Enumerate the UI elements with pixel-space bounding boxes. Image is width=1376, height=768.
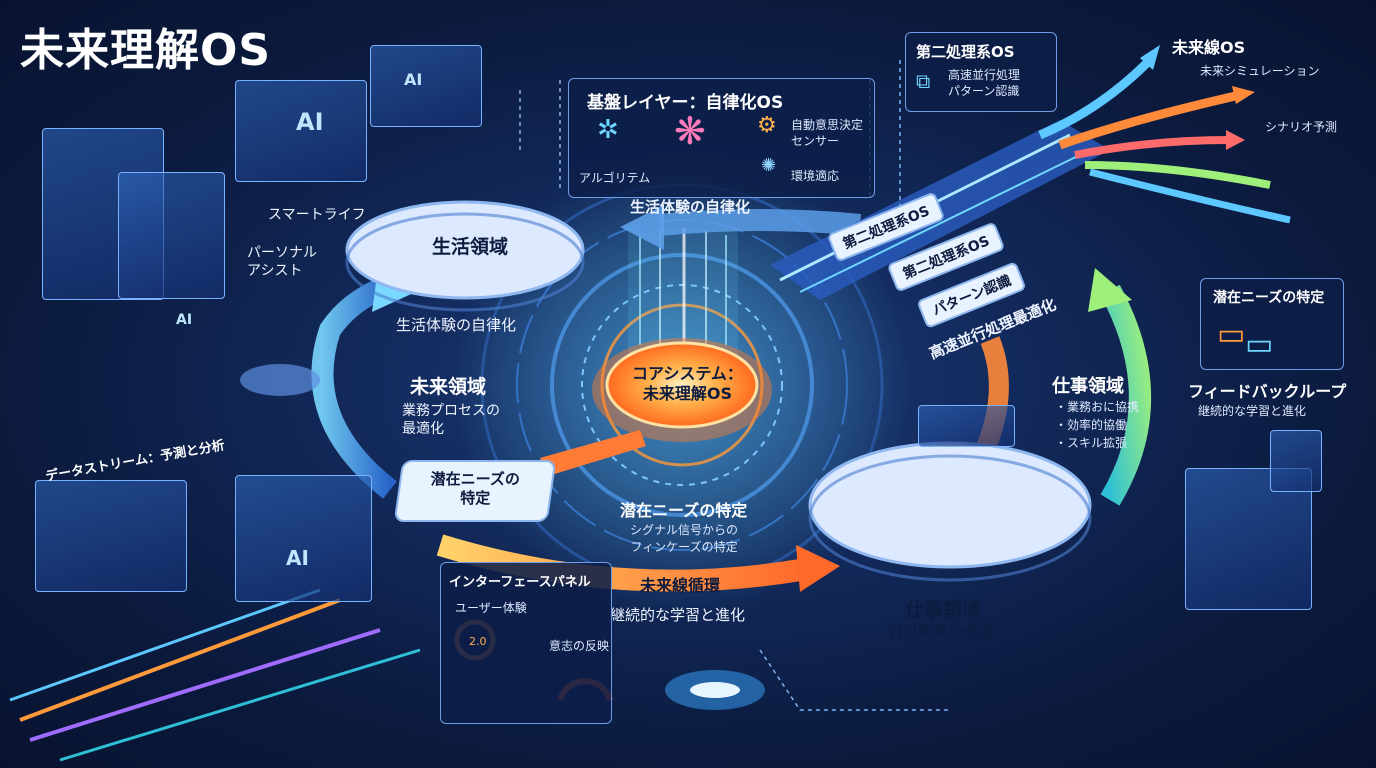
- future-domain-title: 未来領域: [410, 376, 487, 398]
- chip-icon: ⧉: [916, 69, 931, 93]
- latent-needs-panel: 潜在ニーズの特定 ▭ ▭: [1200, 278, 1344, 370]
- latent-id-desc: シグナル信号からの フィンケーズの特定: [630, 523, 739, 554]
- scenario-label: シナリオ予測: [1265, 120, 1338, 134]
- interface-gauge-value: 2.0: [469, 635, 487, 648]
- life-domain-title: 生活領域: [432, 236, 509, 258]
- work-domain-platform: [808, 441, 1092, 569]
- chat-screen: [1270, 430, 1322, 492]
- life-domain-platform: [345, 200, 585, 300]
- datastream-screen: [35, 480, 187, 592]
- interface-panel: インターフェースパネル ユーザー体験 意志の反映 2.0: [440, 562, 612, 724]
- gear-icon: ⚙: [757, 113, 777, 138]
- future-loop-desc: 継続的な学習と進化: [610, 606, 746, 624]
- ai-badge-1: AI: [296, 108, 324, 136]
- ai-badge-2: AI: [404, 70, 423, 89]
- latent-needs-tile[interactable]: 潜在ニーズの 特定: [393, 460, 557, 522]
- future-sim-label: 未来シミュレーション: [1200, 64, 1320, 78]
- robot-platform-small: [240, 364, 320, 396]
- network-icon: ✲: [597, 115, 619, 145]
- future-line-os-label: 未来線OS: [1172, 38, 1246, 57]
- ai-screen-1: [235, 80, 367, 182]
- second-system-panel: 第二処理系OS ⧉ 高速並行処理 パターン認識: [905, 32, 1057, 112]
- page-title: 未来理解OS: [20, 25, 272, 76]
- work-screen: [918, 405, 1015, 447]
- foundation-layer-title: 基盤レイヤー：自律化OS: [587, 93, 784, 113]
- ai-badge-3: AI: [286, 546, 309, 570]
- env-adapt-label: 環境適応: [791, 169, 840, 183]
- algorithm-label: アルゴリテム: [579, 171, 651, 185]
- foundation-layer-panel: 基盤レイヤー：自律化OS ✲ ❋ ⚙ ✺ アルゴリテム 自動意思決定 センサー …: [568, 78, 875, 198]
- light-beams: [628, 228, 738, 360]
- chat-bubble-icon-2: ▭: [1245, 327, 1274, 362]
- left-cycle-arrow: [311, 274, 397, 499]
- dashboard-screen-2: [118, 172, 225, 299]
- feedback-arrow: [1100, 284, 1151, 506]
- interface-ux-label: ユーザー体験: [455, 601, 527, 615]
- ai-screen-2: [370, 45, 482, 127]
- core-system-disc: [592, 338, 772, 442]
- future-loop-arrow: [436, 534, 802, 592]
- core-system-label: コアシステム： 未来理解OS: [632, 364, 743, 403]
- future-loop-title: 未来線循環: [640, 576, 721, 595]
- feedback-title: フィードバックループ: [1188, 382, 1347, 401]
- decision-sensor-label: 自動意思決定 センサー: [791, 118, 864, 148]
- ai-badge-4: AI: [176, 312, 193, 328]
- ai-screen-3: [235, 475, 372, 602]
- work-domain-side-list: ・業務おに協携 ・効率的協働 ・スキル拡張: [1055, 400, 1140, 450]
- life-autonomy-arrow-label: 生活体験の自律化: [630, 198, 751, 216]
- work-domain-title: 仕事領域: [905, 599, 982, 621]
- second-system-title: 第二処理系OS: [916, 43, 1015, 61]
- smart-life-label: スマートライフ: [268, 207, 366, 223]
- brain-icon: ❋: [674, 109, 706, 153]
- adapt-icon: ✺: [761, 155, 777, 176]
- work-domain-side-title: 仕事領域: [1052, 376, 1124, 397]
- second-system-desc: 高速並行処理 パターン認識: [948, 68, 1021, 98]
- interface-panel-title: インターフェースパネル: [449, 575, 591, 590]
- life-domain-subtitle: 生活体験の自律化: [396, 316, 517, 334]
- interface-reflect-label: 意志の反映: [549, 639, 610, 653]
- future-domain-desc: 業務プロセスの 最適化: [402, 403, 500, 437]
- latent-id-title: 潜在ニーズの特定: [620, 501, 748, 520]
- personal-assist-label: パーソナル アシスト: [247, 245, 317, 279]
- light-streaks: [9, 588, 421, 762]
- chat-bubble-icon: ▭: [1217, 317, 1246, 352]
- latent-needs-tile-label: 潜在ニーズの 特定: [430, 470, 520, 507]
- latent-needs-panel-title: 潜在ニーズの特定: [1213, 290, 1325, 306]
- work-domain-subtitle: 自己実現の促進: [888, 622, 994, 640]
- top-flow-arrow: [658, 209, 862, 236]
- feedback-desc: 継続的な学習と進化: [1198, 404, 1307, 418]
- latent-pointer: [540, 430, 646, 476]
